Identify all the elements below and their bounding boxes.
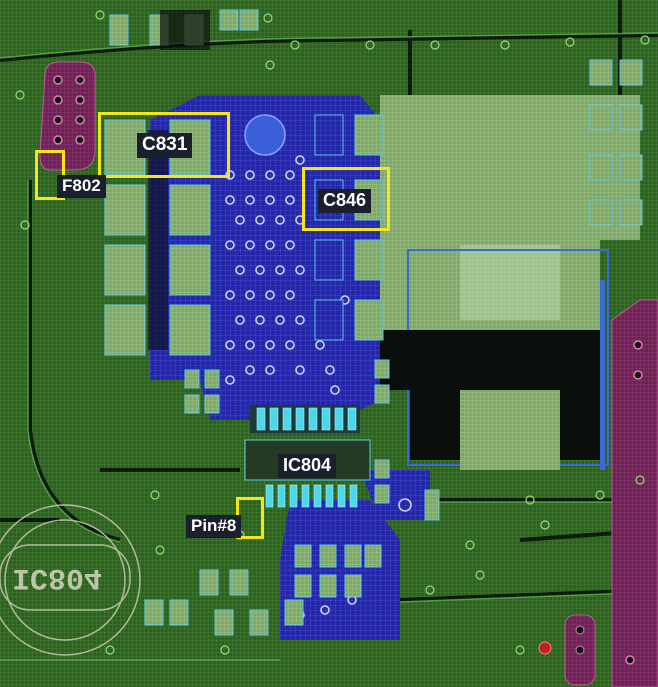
highlight-c846 <box>302 167 390 231</box>
copper-plane-right <box>380 95 640 330</box>
thermal-pad-upper <box>460 245 560 320</box>
magenta-region-right <box>611 299 658 687</box>
label-ic804: IC804 <box>278 454 337 478</box>
power-plane-lower <box>280 500 400 640</box>
label-pin8: Pin#8 <box>186 515 242 538</box>
highlight-c831 <box>98 112 230 178</box>
thermal-pad-lower-fill <box>460 390 560 470</box>
silkscreen-footprint <box>0 504 141 656</box>
silkscreen-text: IC804 <box>12 560 103 594</box>
scattered-vias <box>15 10 650 655</box>
capacitor-pads-left <box>104 119 211 356</box>
test-point <box>538 641 552 655</box>
label-f802: F802 <box>57 175 106 198</box>
label-c831: C831 <box>137 133 193 158</box>
pads-right-column <box>589 59 643 226</box>
label-c846: C846 <box>318 189 372 213</box>
pads-lower <box>144 359 440 636</box>
